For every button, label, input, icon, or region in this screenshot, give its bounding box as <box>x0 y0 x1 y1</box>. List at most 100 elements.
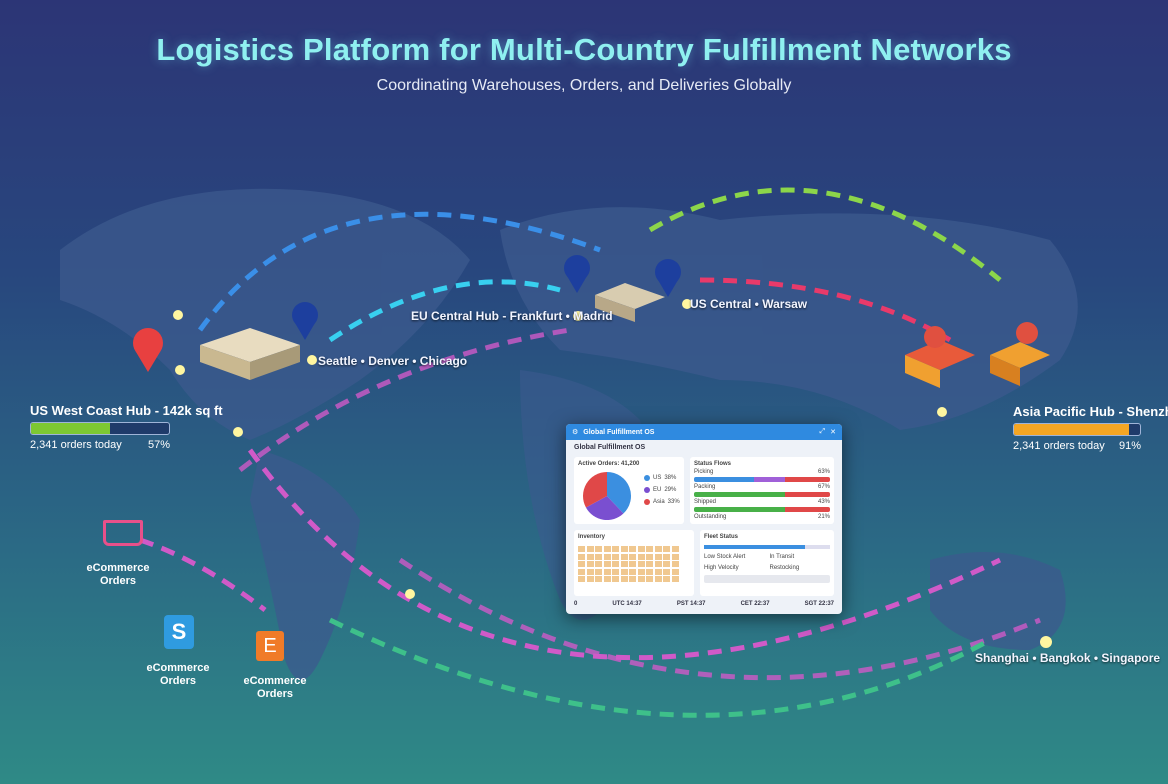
inventory-cell <box>629 576 636 582</box>
shopping-cart-icon <box>103 520 143 546</box>
alert-item: Low Stock Alert <box>704 554 746 560</box>
us-hub-progress <box>30 422 170 435</box>
eu-hub-label: EU Central Hub - Frankfurt • Madrid <box>411 309 613 323</box>
alert-item: High Velocity <box>704 565 739 571</box>
status-title: Status Flows <box>694 461 732 467</box>
inventory-card: Inventory <box>574 530 694 596</box>
inventory-cell <box>663 553 670 560</box>
inventory-cell <box>612 561 619 567</box>
route-asia-ecom <box>247 448 1002 661</box>
close-icon[interactable]: ✕ <box>830 429 836 436</box>
route-eu-us <box>328 279 561 343</box>
settings-icon[interactable]: ⚙ <box>572 429 579 436</box>
confirm-button[interactable] <box>704 575 830 583</box>
inventory-cell <box>578 576 585 582</box>
inventory-cell <box>620 568 628 575</box>
inventory-cell <box>629 546 636 552</box>
inventory-cell <box>603 546 611 552</box>
route-us-eu <box>197 211 601 332</box>
inventory-cell <box>578 561 585 567</box>
inventory-cell <box>595 546 602 552</box>
ecommerce-orders-label: eCommerce Orders <box>86 562 150 587</box>
asia-percent: 91% <box>1118 440 1141 452</box>
inventory-cell <box>620 561 628 567</box>
ecommerce-orders-label: eCommerce Orders <box>243 675 307 700</box>
inventory-cell <box>595 568 602 575</box>
inventory-cell <box>646 561 653 567</box>
inventory-cell <box>595 553 602 560</box>
inventory-cell <box>663 561 670 567</box>
dashboard-heading: Global Fulfillment OS <box>574 444 646 451</box>
inventory-cell <box>620 553 628 560</box>
alert-item: In Transit <box>769 554 795 560</box>
inventory-cell <box>603 561 611 567</box>
inventory-cell <box>603 553 611 560</box>
inventory-cell <box>671 568 679 575</box>
inventory-cell <box>620 546 628 552</box>
inventory-cell <box>654 568 662 575</box>
warehouse-asia <box>905 340 1050 388</box>
inventory-cell <box>612 546 619 552</box>
expand-icon[interactable]: ⤢ <box>819 428 826 435</box>
dashboard-window: ⚙ Global Fulfillment OS ⤢ ✕ Global Fulfi… <box>566 424 842 614</box>
inventory-cell <box>663 546 670 552</box>
inventory-cell <box>586 553 594 560</box>
pie-slice-us <box>607 472 631 514</box>
inventory-cell <box>671 561 679 567</box>
orders-pie-chart <box>583 472 631 520</box>
inventory-cell <box>637 576 645 582</box>
route-sa-eu <box>238 327 571 472</box>
inventory-cell <box>595 576 602 582</box>
route-ecom <box>139 537 267 612</box>
inventory-cell <box>637 568 645 575</box>
inventory-cell <box>612 576 619 582</box>
inventory-cell <box>654 561 662 567</box>
inventory-cell <box>578 546 585 552</box>
asia-hub-title: Asia Pacific Hub - Shenzhen <box>1013 404 1168 419</box>
inventory-cell <box>671 576 679 582</box>
inventory-cell <box>629 561 636 567</box>
inventory-cell <box>595 561 602 567</box>
asia-hub-card: Asia Pacific Hub - Shenzhen 2,341 orders… <box>1013 404 1168 452</box>
window-title: Global Fulfillment OS <box>583 428 655 436</box>
asia-orders-today: 2,341 orders today <box>1013 440 1105 452</box>
inventory-cell <box>637 546 645 552</box>
dashboard-titlebar: ⚙ Global Fulfillment OS ⤢ ✕ <box>566 424 842 440</box>
inventory-cell <box>620 576 628 582</box>
inventory-grid <box>578 546 690 582</box>
inventory-cell <box>646 553 653 560</box>
inventory-cell <box>629 568 636 575</box>
inventory-cell <box>629 553 636 560</box>
inventory-cell <box>663 576 670 582</box>
pie-slice-eu <box>585 496 624 520</box>
inventory-cell <box>586 546 594 552</box>
warehouse-us <box>200 328 300 380</box>
inventory-cell <box>612 553 619 560</box>
inventory-cell <box>646 546 653 552</box>
us-hub-title: US West Coast Hub - 142k sq ft <box>30 403 223 418</box>
inventory-cell <box>586 576 594 582</box>
us-cities-label: Seattle • Denver • Chicago <box>318 354 468 368</box>
etsy-icon: E <box>256 631 284 661</box>
active-orders: Active Orders: 41,200 <box>578 461 640 467</box>
inventory-cell <box>578 553 585 560</box>
inventory-cell <box>603 576 611 582</box>
warehouse-eu <box>595 283 665 322</box>
us-percent: 57% <box>147 439 170 451</box>
eu-cities-label: US Central • Warsaw <box>690 297 808 311</box>
inventory-cell <box>586 568 594 575</box>
inventory-cell <box>578 568 585 575</box>
asia-cities-label: Shanghai • Bangkok • Singapore <box>975 651 1161 665</box>
asia-hub-progress <box>1013 423 1141 436</box>
route-asia-sa <box>398 557 1041 681</box>
inventory-cell <box>646 568 653 575</box>
ecommerce-orders-label: eCommerce Orders <box>146 662 210 687</box>
inventory-cell <box>637 553 645 560</box>
us-hub-card: US West Coast Hub - 142k sq ft 2,341 ord… <box>30 403 223 451</box>
